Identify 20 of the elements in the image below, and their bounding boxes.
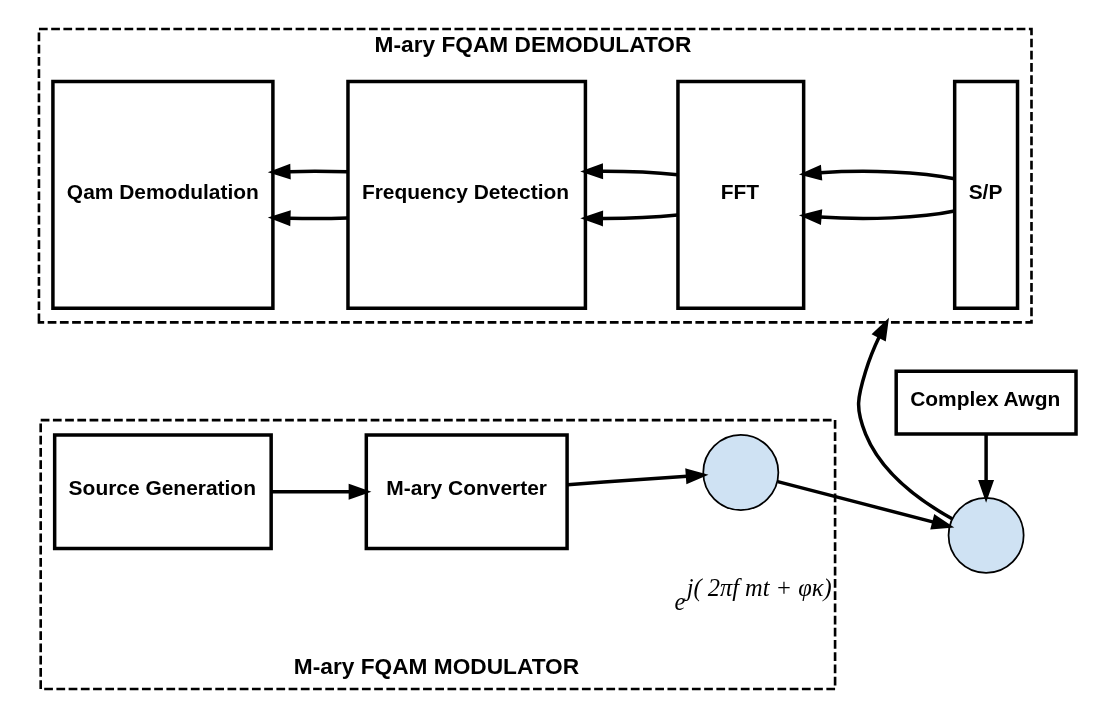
node-box: Complex Awgn	[894, 369, 1078, 436]
arrow	[267, 163, 348, 180]
arrow	[267, 210, 348, 227]
arrow	[271, 483, 372, 500]
arrow	[567, 468, 709, 487]
node-box: Source Generation	[52, 433, 273, 551]
arrow	[798, 164, 955, 181]
node-box: M-ary Converter	[364, 433, 569, 551]
arrow	[856, 317, 953, 521]
node-circle	[947, 496, 1025, 574]
arrow	[580, 163, 678, 180]
node-box: Qam Demodulation	[51, 79, 275, 311]
arrow	[580, 210, 678, 227]
arrow	[777, 479, 955, 530]
node-circle	[702, 434, 780, 511]
arrow	[978, 434, 995, 503]
node-box: S/P	[952, 79, 1020, 311]
arrow	[798, 209, 955, 226]
node-box: Frequency Detection	[346, 79, 588, 311]
node-box: FFT	[676, 79, 806, 311]
